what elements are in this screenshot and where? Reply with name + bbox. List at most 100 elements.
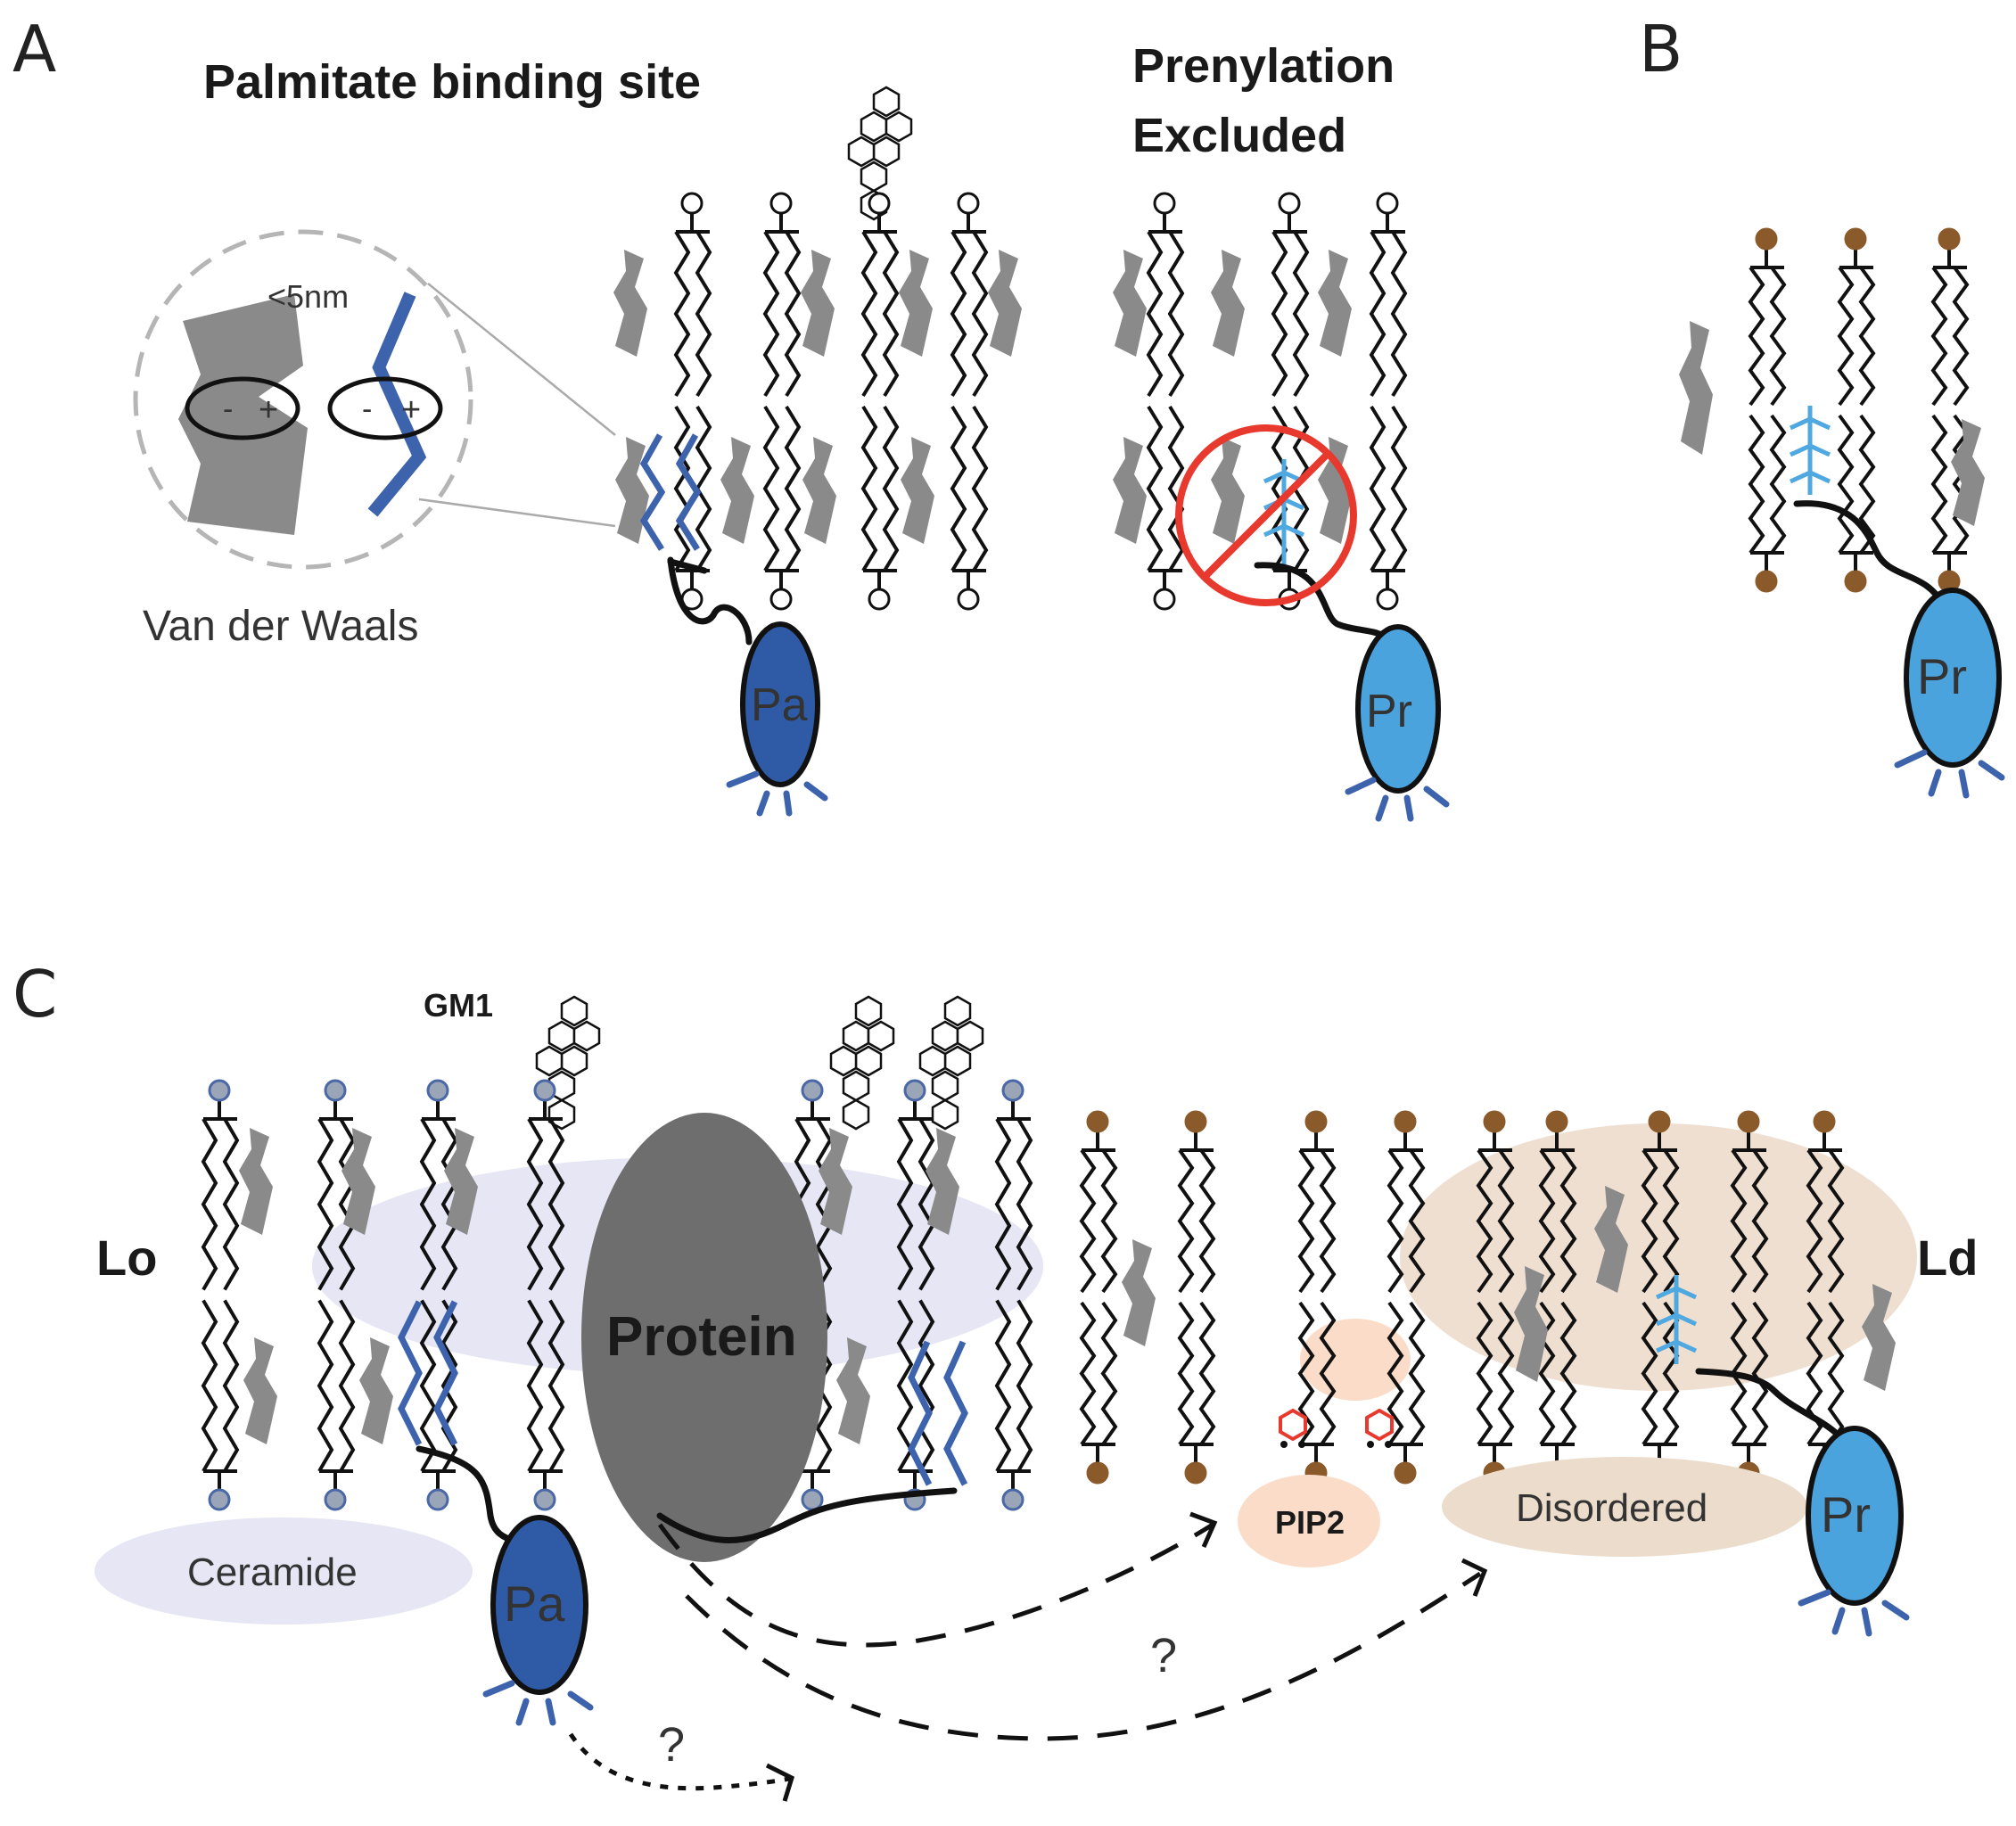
pip2-label: PIP2 — [1275, 1504, 1345, 1541]
palmitoyl-chain-c1 — [398, 1300, 423, 1446]
palmitoyl-zoom-icon — [367, 292, 427, 517]
prenyl-tag-label-a: Pr — [1366, 686, 1412, 737]
fluorescence-rays — [1894, 749, 2005, 799]
cholesterol-icon — [243, 1337, 277, 1444]
glycan-icon — [847, 86, 913, 221]
cholesterol-icon — [901, 437, 934, 544]
cholesterol-icon — [1211, 437, 1245, 544]
ld-label: Ld — [1917, 1230, 1978, 1286]
fluorescence-rays — [1345, 777, 1450, 822]
van-der-waals-label: Van der Waals — [143, 603, 418, 650]
transmembrane-protein — [581, 1113, 827, 1562]
lipid-icon — [201, 1079, 1033, 1511]
cholesterol-icon — [802, 437, 836, 544]
cholesterol-icon — [1514, 1266, 1548, 1382]
palmitoyl-tag-label-a: Pa — [751, 679, 808, 731]
ceramide-label: Ceramide — [187, 1550, 358, 1594]
zoom-guide-bottom — [418, 498, 616, 528]
cholesterol-icon — [899, 250, 933, 357]
arrowhead-pip2 — [1189, 1511, 1218, 1549]
cholesterol-icon — [1318, 250, 1352, 357]
bilayer-palmitate-site: Pa — [613, 86, 1022, 817]
cholesterol-icon — [615, 437, 649, 544]
vdw-zoom-inset: <5nm - + - + Van der Waals — [133, 229, 616, 650]
cholesterol-icon — [988, 250, 1022, 357]
migration-arrow-pip2 — [657, 1522, 1214, 1648]
minus-right: - — [362, 392, 372, 426]
arrowhead-pa — [765, 1763, 795, 1802]
panel-c: C — [12, 957, 1978, 1802]
fluorescence-rays — [726, 770, 828, 817]
minus-left: - — [223, 392, 233, 426]
lipid-icon — [1113, 192, 1408, 611]
cholesterol-icon — [1113, 250, 1147, 357]
panel-b: B Pr — [1639, 12, 2005, 799]
protein-linker-c — [656, 1487, 958, 1543]
cholesterol-icon — [836, 1337, 870, 1444]
prenyl-anchor — [1263, 459, 1305, 566]
prenylation-title-line1: Prenylation — [1132, 39, 1395, 93]
migration-arrow-disordered — [685, 1571, 1482, 1741]
cholesterol-icon — [1951, 419, 1985, 526]
cholesterol-icon — [1122, 1239, 1156, 1346]
arrowhead-disordered — [1461, 1558, 1488, 1597]
cholesterol-icon — [359, 1337, 393, 1444]
protein-label: Protein — [606, 1306, 797, 1368]
palmitoyl-protein-tag-c — [490, 1515, 588, 1695]
migration-arrow-pa — [568, 1732, 790, 1791]
disordered-label: Disordered — [1516, 1486, 1707, 1530]
dipole-ellipse-left — [185, 376, 300, 440]
palmitoyl-chain-c3 — [908, 1340, 933, 1486]
cholesterol-icon — [1679, 321, 1713, 455]
prenyl-protein-tag-b — [1904, 588, 2002, 768]
panel-c-letter: C — [12, 957, 57, 1032]
pip2-badge — [1238, 1475, 1380, 1567]
palmitoyl-chain-2 — [675, 433, 702, 551]
panel-b-letter: B — [1639, 12, 1683, 86]
question-mark-1: ? — [1150, 1629, 1177, 1682]
dipole-ellipse-right — [327, 376, 443, 440]
bilayer-prenylation-excluded: Pr — [1113, 192, 1450, 822]
prenyl-linker-b — [1793, 500, 1947, 610]
prenylation-title-line2: Excluded — [1132, 109, 1346, 162]
prenyl-tag-label-c: Pr — [1821, 1486, 1871, 1542]
prenyl-tag-label-b: Pr — [1917, 648, 1967, 704]
zoom-guide-top — [427, 283, 616, 436]
cholesterol-icon — [1113, 437, 1147, 544]
prenyl-anchor — [1655, 1275, 1698, 1364]
prenyl-protein-tag-c — [1806, 1426, 1904, 1606]
prenyl-protein-tag — [1355, 624, 1441, 794]
question-mark-2: ? — [658, 1718, 685, 1772]
lipid-icon — [1679, 227, 1985, 593]
plus-right: + — [401, 391, 421, 429]
palmitoyl-protein-tag — [740, 621, 820, 787]
fluorescence-rays — [482, 1680, 594, 1726]
glycan-icon — [535, 995, 601, 1131]
prenyl-anchor — [1789, 406, 1831, 495]
fluorescence-rays — [1798, 1589, 1910, 1637]
distance-label: <5nm — [267, 278, 349, 315]
glycan-icon — [918, 995, 984, 1131]
cholesterol-icon — [341, 1128, 375, 1235]
cholesterol-icon — [1211, 250, 1245, 357]
panel-a-letter: A — [12, 12, 56, 86]
cholesterol-icon — [926, 1128, 959, 1235]
prenyl-linker-c — [1695, 1368, 1840, 1437]
cholesterol-icon — [801, 250, 835, 357]
cholesterol-icon — [1318, 437, 1352, 544]
ceramide-badge — [95, 1518, 473, 1624]
pip2-headgroup-icon — [1279, 1408, 1394, 1448]
glycan-icon — [829, 995, 895, 1131]
cholesterol-zoom-icon — [178, 294, 308, 535]
palmitoyl-chain-c4 — [943, 1340, 968, 1486]
palmitoyl-tag-label-c: Pa — [504, 1575, 565, 1632]
cholesterol-icon — [1594, 1186, 1628, 1293]
plus-left: + — [259, 391, 278, 429]
cholesterol-icon — [613, 250, 647, 357]
palmitoyl-linker — [667, 556, 753, 646]
cholesterol-icon — [819, 1128, 852, 1235]
gm1-label: GM1 — [424, 987, 493, 1024]
lo-label: Lo — [96, 1230, 157, 1286]
palmitate-site-title: Palmitate binding site — [203, 55, 701, 109]
